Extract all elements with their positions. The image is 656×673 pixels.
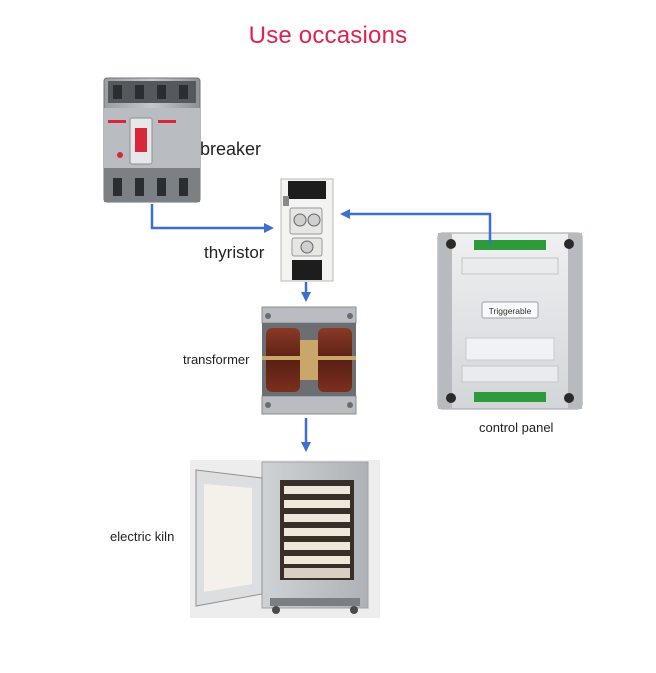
thyristor-image xyxy=(280,178,334,282)
breaker-image xyxy=(103,77,201,203)
control-panel-image xyxy=(437,232,583,410)
label-transformer: transformer xyxy=(183,352,250,367)
diagram-title: Use occasions xyxy=(248,22,408,49)
arrow-control-panel-to-thyristor xyxy=(340,209,492,244)
label-thyristor: thyristor xyxy=(204,243,265,262)
control-panel-badge: Triggerable xyxy=(489,306,532,316)
arrow-breaker-to-thyristor xyxy=(150,204,274,233)
label-electric-kiln: electric kiln xyxy=(110,529,175,544)
electric-kiln-image xyxy=(190,460,380,618)
label-breaker: breaker xyxy=(200,139,262,159)
label-control-panel: control panel xyxy=(479,420,554,435)
transformer-image xyxy=(261,306,357,415)
